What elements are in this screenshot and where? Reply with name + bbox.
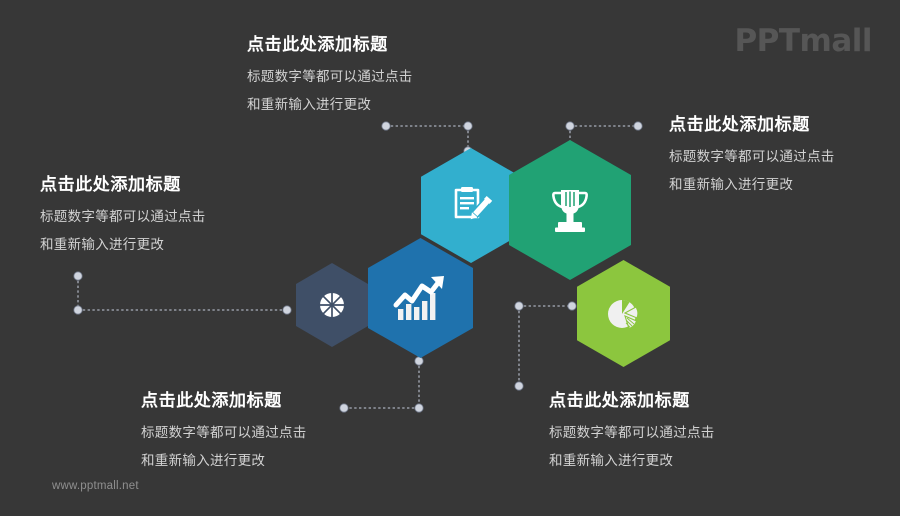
pie-chart-icon	[607, 299, 638, 329]
text-block-bottom-left[interactable]: 点击此处添加标题 标题数字等都可以通过点击 和重新输入进行更改	[141, 386, 307, 469]
text-block-left[interactable]: 点击此处添加标题 标题数字等都可以通过点击 和重新输入进行更改	[40, 170, 206, 253]
hexagon-lime[interactable]	[577, 260, 670, 367]
text-block-left-title: 点击此处添加标题	[40, 175, 181, 194]
growth-chart-icon	[393, 276, 444, 320]
trophy-icon	[552, 190, 588, 232]
text-block-top-line1: 标题数字等都可以通过点击	[247, 69, 413, 84]
text-block-bottom-right-line2: 和重新输入进行更改	[549, 453, 674, 468]
hexagon-cyan[interactable]	[421, 148, 521, 263]
basketball-icon	[318, 291, 346, 319]
text-block-top-right[interactable]: 点击此处添加标题 标题数字等都可以通过点击 和重新输入进行更改	[669, 110, 835, 193]
hexagon-green[interactable]	[509, 140, 631, 280]
hexagon-slate[interactable]	[296, 263, 368, 347]
hexagon-blue[interactable]	[368, 238, 473, 358]
text-block-left-line1: 标题数字等都可以通过点击	[40, 209, 206, 224]
text-block-bottom-right-line1: 标题数字等都可以通过点击	[549, 425, 715, 440]
pptmall-logo: PPTmall	[734, 23, 872, 59]
text-block-bottom-left-title: 点击此处添加标题	[141, 391, 282, 410]
text-block-bottom-right-title: 点击此处添加标题	[549, 391, 690, 410]
text-block-bottom-right[interactable]: 点击此处添加标题 标题数字等都可以通过点击 和重新输入进行更改	[549, 386, 715, 469]
text-block-left-line2: 和重新输入进行更改	[40, 237, 165, 252]
text-block-top-right-line2: 和重新输入进行更改	[669, 177, 794, 192]
text-block-top[interactable]: 点击此处添加标题 标题数字等都可以通过点击 和重新输入进行更改	[247, 30, 413, 113]
text-block-top-right-title: 点击此处添加标题	[669, 115, 810, 134]
text-block-top-title: 点击此处添加标题	[247, 35, 388, 54]
text-block-top-line2: 和重新输入进行更改	[247, 97, 372, 112]
text-block-bottom-left-line1: 标题数字等都可以通过点击	[141, 425, 307, 440]
text-block-top-right-line1: 标题数字等都可以通过点击	[669, 149, 835, 164]
text-block-bottom-left-line2: 和重新输入进行更改	[141, 453, 266, 468]
clipboard-pen-icon	[454, 186, 493, 219]
footer-url: www.pptmall.net	[52, 480, 139, 492]
